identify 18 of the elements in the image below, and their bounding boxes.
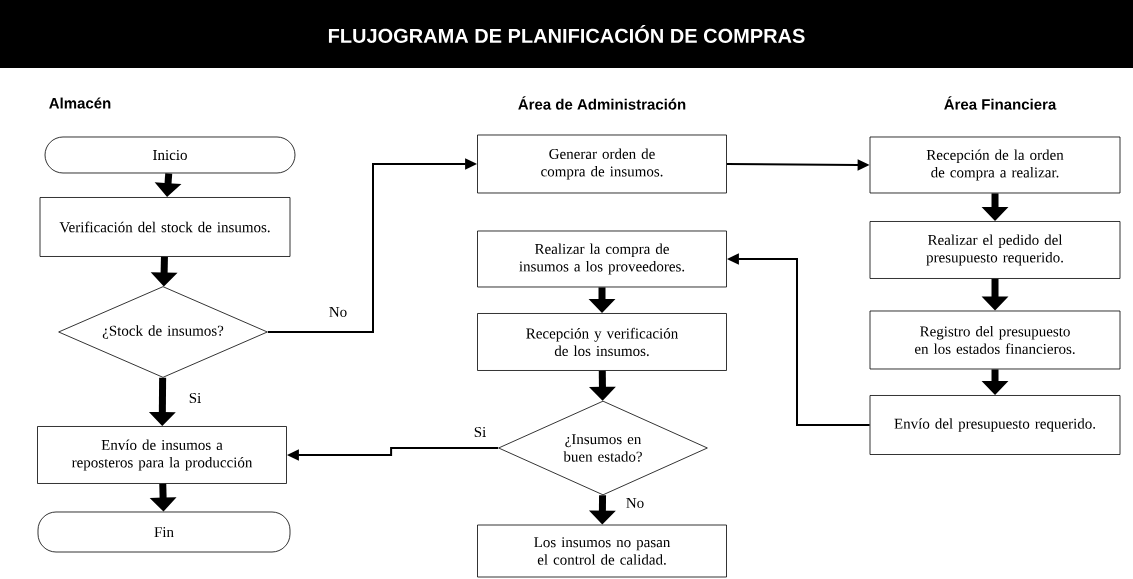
edge-label: Si — [187, 391, 203, 405]
process-box: Verificación del stock de insumos. — [39, 197, 291, 257]
edge-label: No — [327, 306, 349, 318]
process-box: Envío del presupuesto requerido. — [869, 395, 1121, 455]
edge-label: Si — [472, 425, 488, 439]
edge-label: No — [624, 497, 646, 509]
title-banner: FLUJOGRAMA DE PLANIFICACIÓN DE COMPRAS — [0, 0, 1133, 68]
process-box: Realizar el pedido del presupuesto requerido. — [869, 221, 1121, 279]
lane-heading: Área de Administración — [518, 96, 686, 110]
process-box: Los insumos no pasan el control de calidad. — [477, 524, 727, 578]
lane-heading: Almacén — [49, 97, 111, 109]
process-box: Recepción y verificación de los insumos. — [477, 313, 727, 371]
process-box: Recepción de la orden de compra a realizar. — [869, 136, 1121, 194]
process-box: Realizar la compra de insumos a los proveedores. — [477, 230, 727, 288]
process-box: Registro del presupuesto en los estados financieros. — [869, 310, 1121, 370]
process-box: Generar orden de compra de insumos. — [477, 134, 727, 194]
process-box: Envío de insumos a reposteros para la producción — [37, 426, 287, 484]
lane-heading: Área Financiera — [944, 96, 1057, 110]
